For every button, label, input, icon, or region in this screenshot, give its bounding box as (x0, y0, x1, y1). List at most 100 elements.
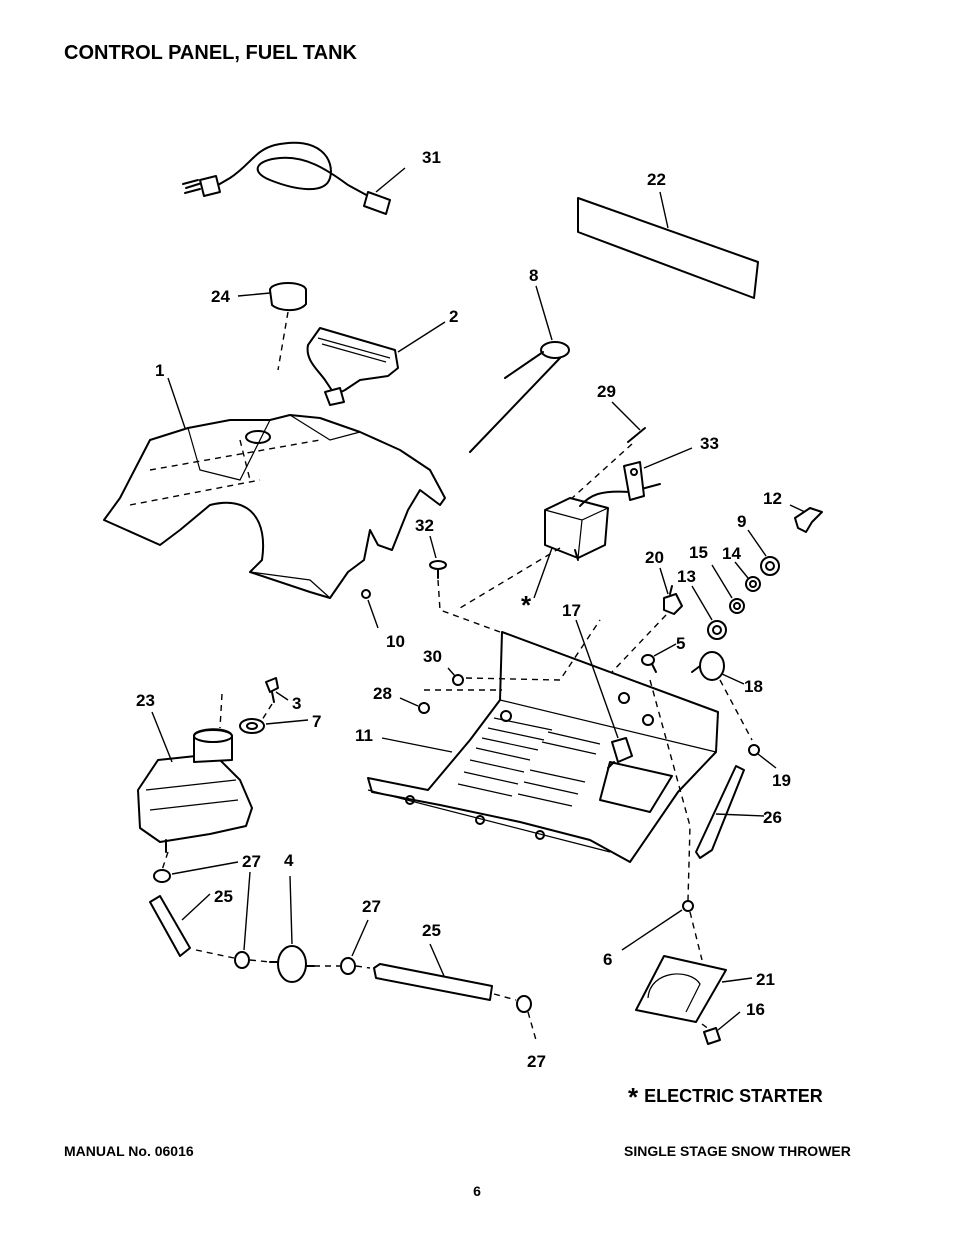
callout-7: 7 (312, 712, 321, 731)
leader-6 (621, 909, 683, 951)
callout-32: 32 (415, 516, 434, 535)
callout-8: 8 (529, 266, 538, 285)
callout-18: 18 (744, 677, 763, 696)
leader-19 (757, 753, 777, 769)
dash-32 (437, 579, 501, 633)
leader-9 (747, 529, 767, 557)
grommet-32 (429, 560, 447, 579)
leader-3 (275, 691, 289, 701)
callout-17: 17 (562, 601, 581, 620)
washer-14 (745, 576, 761, 592)
leader-17 (575, 619, 619, 739)
dash-fuel-line (161, 851, 517, 1001)
leader-27-left (243, 871, 251, 951)
leader-18 (721, 673, 745, 685)
leader-15 (711, 564, 733, 599)
callout-12: 12 (763, 489, 782, 508)
fuel-filter (269, 945, 315, 983)
callout-3: 3 (292, 694, 301, 713)
dash-16 (701, 1023, 711, 1031)
callout-20: 20 (645, 548, 664, 567)
leader-4 (289, 875, 293, 945)
leader-16 (717, 1011, 741, 1031)
hose-clamp-27-left (234, 951, 250, 969)
leader-12 (789, 504, 806, 513)
washer-15 (729, 598, 745, 614)
leader-14 (734, 561, 749, 579)
leader-5 (653, 643, 677, 657)
callout-28: 28 (373, 684, 392, 703)
leader-32 (429, 535, 437, 559)
screw-16 (703, 1027, 721, 1045)
leader-7 (265, 719, 309, 725)
callout-star: * (521, 590, 532, 620)
callout-2: 2 (449, 307, 458, 326)
callout-27-bottom: 27 (527, 1052, 546, 1071)
nut-30 (452, 674, 464, 686)
callout-5: 5 (676, 634, 685, 653)
fuel-hose-25-left (149, 895, 191, 957)
control-panel-plate (367, 631, 719, 863)
dash-5 (649, 679, 691, 901)
nut-28 (418, 702, 430, 714)
leader-star (533, 547, 553, 599)
cap (269, 282, 307, 312)
manual-number: MANUAL No. 06016 (64, 1143, 194, 1159)
product-name: SINGLE STAGE SNOW THROWER (624, 1143, 851, 1159)
bushing-9 (760, 556, 780, 576)
fuel-hose-25-right (373, 963, 493, 1001)
screw-10 (361, 589, 371, 599)
callout-13: 13 (677, 567, 696, 586)
leader-21 (721, 977, 753, 983)
hose-26 (695, 765, 745, 859)
leader-1 (167, 377, 186, 429)
decal (577, 197, 759, 299)
leader-31 (375, 167, 406, 193)
hose-clamp-27-bottom (516, 995, 532, 1013)
hose-clamp-27-top (153, 869, 171, 883)
gasket-7 (239, 718, 265, 734)
plug-20 (663, 585, 683, 615)
fuel-tank (137, 728, 253, 853)
leader-22 (659, 191, 669, 229)
bracket-21 (635, 955, 727, 1023)
leader-13 (691, 585, 713, 621)
dash-20 (611, 614, 667, 673)
dash-33 (459, 547, 561, 609)
hose-clamp-27-mid (340, 957, 356, 975)
control-panel-housing (103, 414, 446, 599)
dash-29 (569, 443, 633, 501)
nut-19 (748, 744, 760, 756)
page-title: CONTROL PANEL, FUEL TANK (64, 42, 357, 64)
callout-24: 24 (211, 287, 230, 306)
leader-8 (535, 285, 553, 341)
callout-9: 9 (737, 512, 746, 531)
callout-6: 6 (603, 950, 612, 969)
callout-4: 4 (284, 851, 294, 870)
callout-27-top: 27 (242, 852, 261, 871)
leader-29 (611, 401, 641, 431)
leader-27-mid (351, 919, 369, 957)
callout-33: 33 (700, 434, 719, 453)
callout-31: 31 (422, 148, 441, 167)
electric-starter-legend: *ELECTRIC STARTER (628, 1082, 823, 1113)
legend-text: ELECTRIC STARTER (644, 1086, 823, 1106)
switch-17 (607, 737, 633, 769)
leader-25-right (429, 943, 445, 977)
dash-3 (261, 703, 273, 721)
callout-19: 19 (772, 771, 791, 790)
leader-24 (237, 292, 271, 297)
callout-29: 29 (597, 382, 616, 401)
leader-28 (399, 697, 419, 707)
leader-2 (397, 321, 446, 353)
leader-11 (381, 737, 453, 753)
dash-27-bottom (527, 1011, 537, 1041)
leader-26 (715, 813, 765, 817)
power-cord (182, 141, 391, 215)
dash-24 (277, 311, 289, 371)
callout-11: 11 (355, 726, 373, 745)
callout-25-left: 25 (214, 887, 233, 906)
ring-13 (707, 620, 727, 640)
leader-30 (447, 667, 456, 677)
callout-26: 26 (763, 808, 782, 827)
